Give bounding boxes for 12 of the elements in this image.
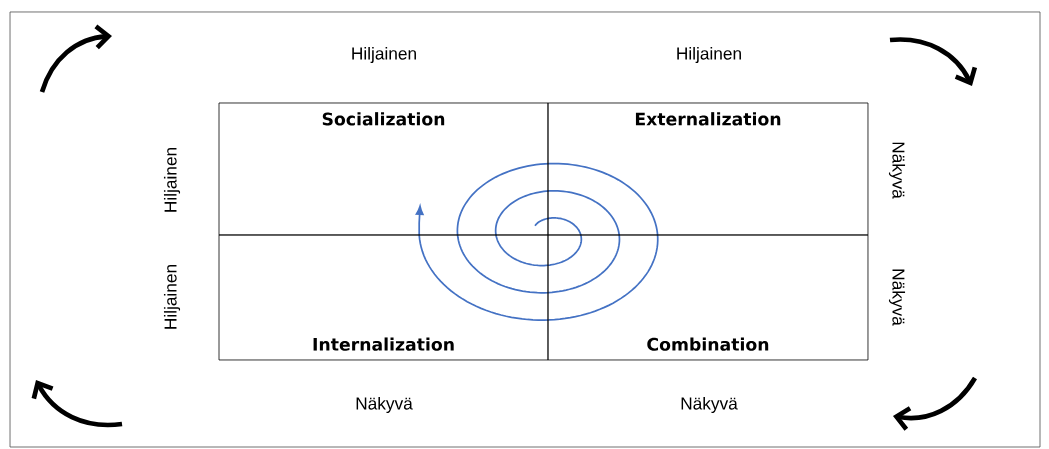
axis-label: Hiljainen [163,265,181,329]
quadrant-box: Combination [547,234,869,361]
quadrant-box: Externalization [547,102,869,236]
quadrant-box: Internalization [218,234,549,361]
axis-label: Näkyvä [888,142,906,199]
axis-label: Hiljainen [677,46,741,64]
axis-label: Näkyvä [888,269,906,326]
axis-label: Hiljainen [163,148,181,212]
axis-label: Näkyvä [681,396,738,414]
axis-label: Näkyvä [356,396,413,414]
axis-label: Hiljainen [352,46,416,64]
quadrant-box: Socialization [218,102,549,236]
